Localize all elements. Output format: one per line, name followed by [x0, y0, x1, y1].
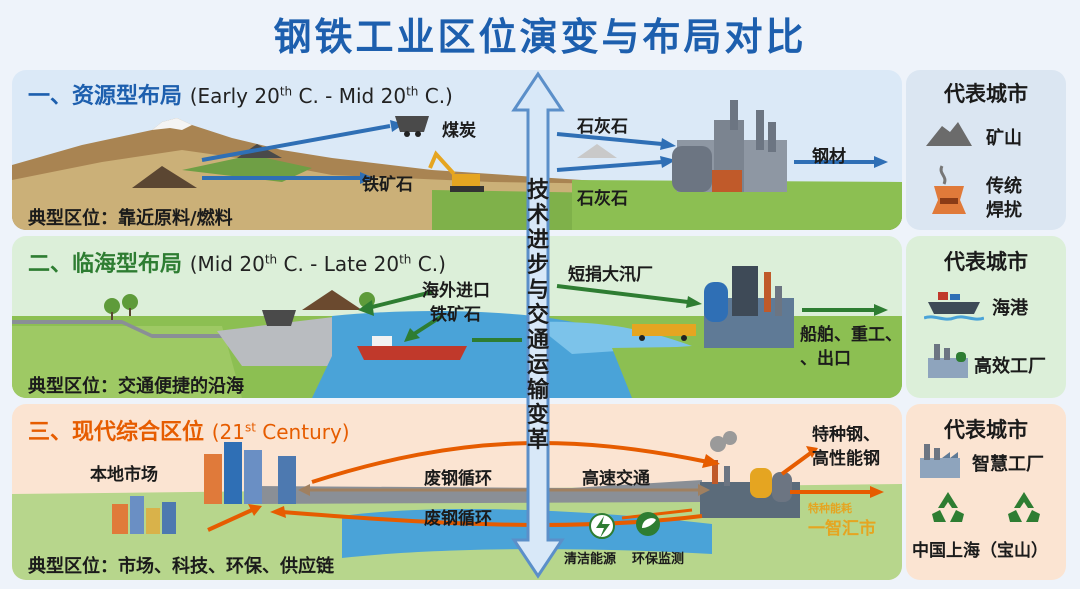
label-overseas-import: 海外进口 — [422, 281, 490, 301]
band-modern-title-text: 三、现代综合区位 — [28, 420, 205, 445]
label-smart-small: 特种能耗 — [808, 502, 852, 515]
side-resource-heading: 代表城市 — [944, 82, 1028, 106]
label-iron-ore: 铁矿石 — [362, 175, 413, 195]
label-recycle-top: 废钢循环 — [424, 469, 492, 489]
side-modern-item2: 中国上海（宝山） — [912, 541, 1048, 561]
band-coastal-title-text: 二、临海型布局 — [28, 252, 183, 277]
side-panel-resource: 代表城市 矿山 传统 焊扰 — [906, 70, 1066, 230]
band-coastal-scene — [12, 266, 902, 398]
band-resource-title-text: 一、资源型布局 — [28, 84, 183, 109]
label-recycle-bottom: 废钢循环 — [424, 509, 492, 529]
label-clean-energy: 清洁能源 — [564, 552, 617, 567]
furnace-icon — [932, 165, 966, 214]
band-coastal-title: 二、临海型布局 (Mid 20th C. - Late 20th C.) — [28, 246, 446, 278]
side-resource-item1: 矿山 — [986, 128, 1022, 149]
axis-label: 技术进步与交通运输变革 — [526, 178, 549, 453]
recycle-icon — [932, 492, 964, 522]
label-special-steel-1: 特种钢、 — [812, 425, 880, 445]
axis-double-arrow — [511, 71, 565, 579]
side-panel-coastal: 代表城市 海港 高效工厂 — [906, 236, 1066, 398]
band-modern: 三、现代综合区位 (21st Century) 本地市场 废钢循环 高速交通 废… — [12, 404, 902, 580]
factory-icon — [928, 344, 968, 378]
harbor-ship-icon — [924, 292, 984, 321]
label-import-iron-ore: 铁矿石 — [430, 305, 481, 325]
smart-factory-icon — [920, 444, 960, 478]
label-outputs-line2: 、出口 — [800, 349, 851, 369]
band-modern-title: 三、现代综合区位 (21st Century) — [28, 414, 350, 446]
label-outputs-line1: 船舶、重工、 — [800, 325, 902, 345]
label-limestone-top: 石灰石 — [577, 117, 628, 137]
band-coastal: 二、临海型布局 (Mid 20th C. - Late 20th C.) 海外进… — [12, 236, 902, 398]
side-coastal-item2: 高效工厂 — [974, 356, 1046, 377]
side-modern-heading: 代表城市 — [944, 418, 1028, 442]
label-limestone-bottom: 石灰石 — [577, 189, 628, 209]
side-resource-item2-line1: 传统 — [986, 176, 1022, 197]
label-plant: 短捐大汛厂 — [568, 265, 653, 285]
label-smart-big: 一智汇市 — [808, 519, 876, 539]
side-coastal-heading: 代表城市 — [944, 250, 1028, 274]
mine-icon — [926, 122, 972, 146]
side-resource-item2-line2: 焊扰 — [986, 200, 1022, 221]
side-modern-item1: 智慧工厂 — [972, 454, 1044, 475]
band-coastal-period: (Mid 20th C. - Late 20th C.) — [189, 252, 446, 276]
recycle-icon-2 — [1008, 492, 1040, 522]
band-resource-period: (Early 20th C. - Mid 20th C.) — [189, 84, 453, 108]
band-modern-footer: 典型区位：市场、科技、环保、供应链 — [28, 556, 334, 577]
band-modern-scene — [12, 431, 902, 580]
page-title: 钢铁工业区位演变与布局对比 — [273, 15, 807, 59]
label-local-market: 本地市场 — [90, 465, 158, 485]
band-coastal-footer: 典型区位：交通便捷的沿海 — [28, 376, 244, 397]
band-resource: 一、资源型布局 (Early 20th C. - Mid 20th C.) 煤炭… — [12, 70, 902, 230]
label-highway: 高速交通 — [582, 469, 650, 489]
label-special-steel-2: 高性能钢 — [812, 449, 880, 469]
label-env-monitor: 环保监测 — [632, 552, 685, 567]
band-resource-footer: 典型区位：靠近原料/燃料 — [28, 208, 233, 229]
label-steel: 钢材 — [812, 147, 846, 167]
side-panel-modern: 代表城市 智慧工厂 中国上海（宝山） — [906, 404, 1066, 580]
label-coal: 煤炭 — [442, 121, 476, 141]
band-modern-period: (21st Century) — [211, 420, 350, 444]
band-resource-title: 一、资源型布局 (Early 20th C. - Mid 20th C.) — [28, 78, 453, 110]
side-coastal-item1: 海港 — [992, 298, 1028, 319]
